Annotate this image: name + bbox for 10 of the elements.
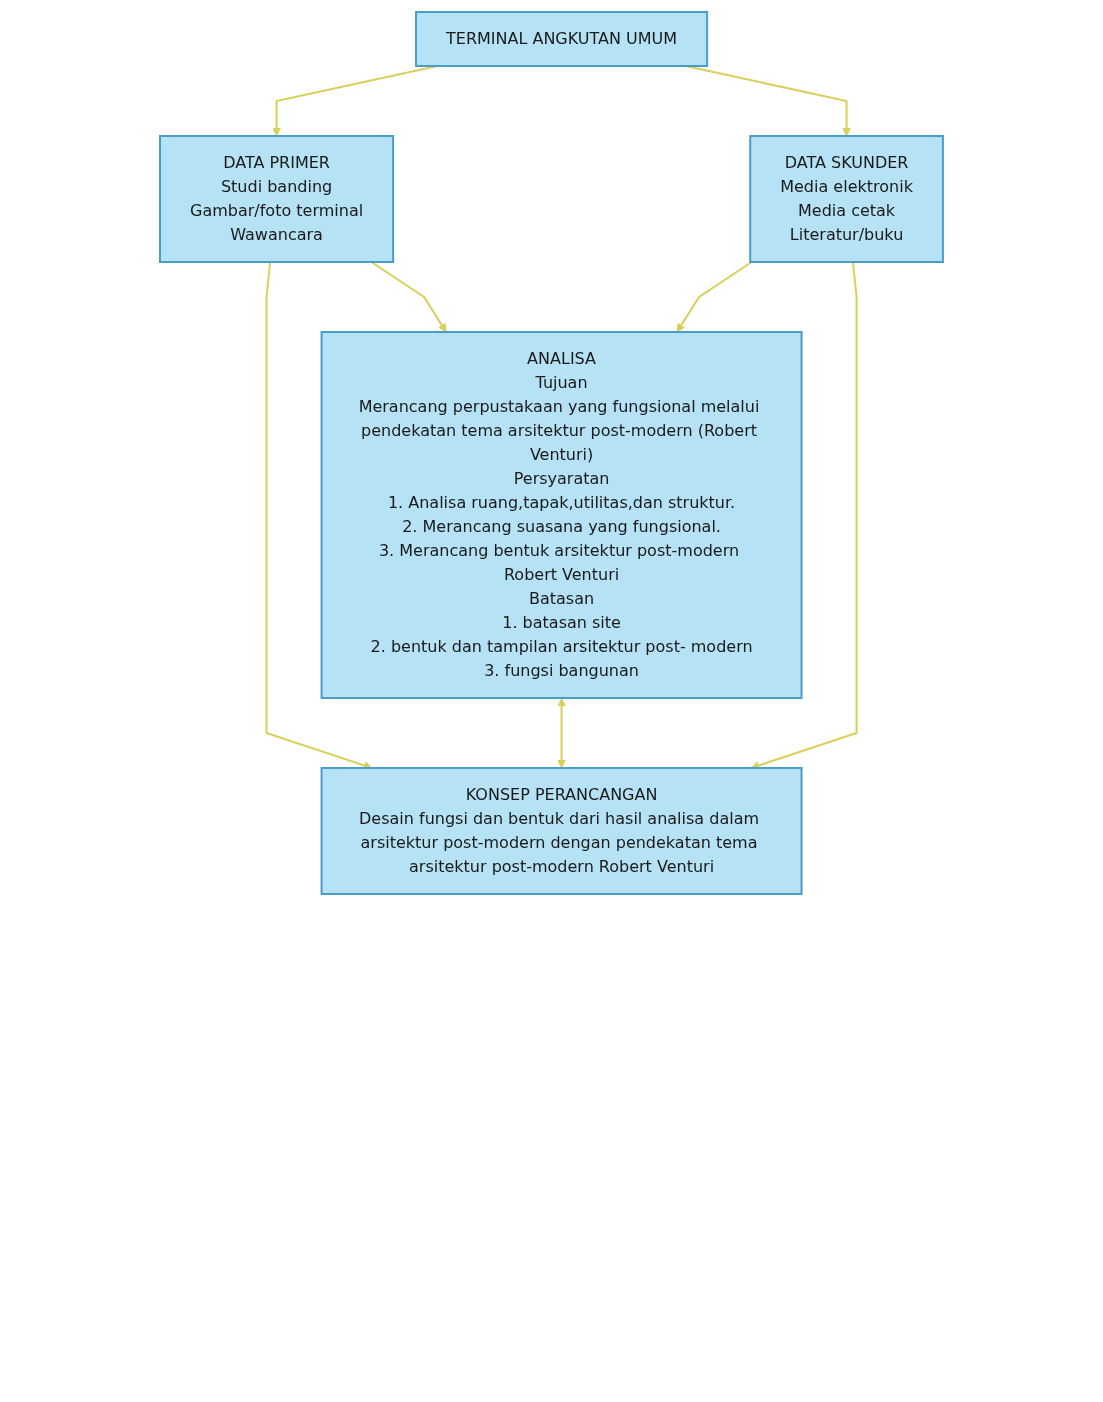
- arrow: [557, 698, 566, 769]
- arrow: [750, 261, 858, 770]
- node-box: TERMINAL ANGKUTAN UMUM: [415, 11, 709, 67]
- node-box: DATA PRIMER Studi banding Gambar/foto terminal Wawancara: [159, 135, 395, 263]
- arrow: [676, 261, 753, 333]
- arrow: [265, 261, 373, 770]
- node-box: KONSEP PERANCANGAN Desain fungsi dan bentuk dari hasil analisa dalam arsitektur post-modern dengan pendekatan tema arsitektur post-modern Robert Venturi: [320, 767, 803, 895]
- node-box: ANALISA Tujuan Merancang perpustakaan yang fungsional melalui pendekatan tema arsitektur post-modern (Robert Venturi) Persyaratan 1. Analisa ruang,tapak,utilitas,dan struktur. 2. Merancang suasana yang fungsional. 3. Merancang bentuk arsitektur post-modern Robert Venturi Batasan 1. batasan site 2. bentuk dan tampilan arsitektur post- modern 3. fungsi bangunan: [320, 331, 803, 699]
- arrow: [370, 261, 447, 333]
- node-box: DATA SKUNDER Media elektronik Media cetak Literatur/buku: [749, 135, 944, 263]
